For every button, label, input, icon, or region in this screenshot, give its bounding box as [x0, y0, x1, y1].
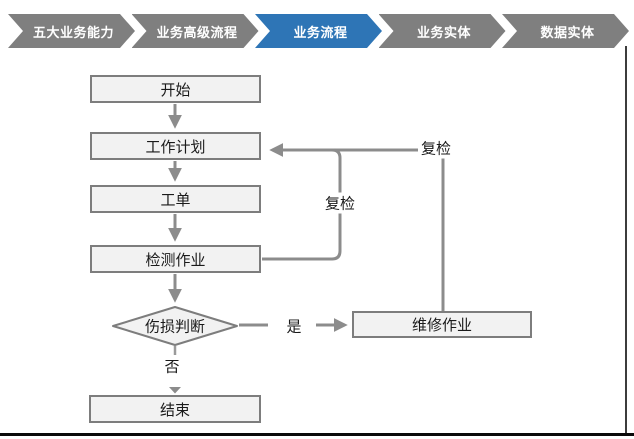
breadcrumb-step-high-level-process[interactable]: 业务高级流程	[132, 14, 259, 48]
breadcrumb-step-business-entity[interactable]: 业务实体	[379, 14, 506, 48]
flow-node-start: 开始	[90, 75, 261, 103]
frame-bottom-border	[0, 433, 634, 436]
flow-node-repair-job: 维修作业	[352, 311, 532, 338]
breadcrumb-step-business-process-active[interactable]: 业务流程	[255, 14, 382, 48]
edge-label-recheck-outer: 复检	[417, 137, 455, 159]
flow-node-work-order: 工单	[90, 185, 261, 213]
flow-node-end: 结束	[89, 395, 261, 423]
edge-label-yes: 是	[283, 315, 305, 337]
edge-label-no: 否	[161, 355, 183, 377]
breadcrumb-step-business-capabilities[interactable]: 五大业务能力	[8, 14, 135, 48]
arrow-inspect-recheck-to-plan	[262, 148, 342, 261]
edge-label-recheck-inner: 复检	[321, 192, 359, 214]
breadcrumb-step-data-entity[interactable]: 数据实体	[502, 14, 629, 48]
frame-right-border	[625, 46, 627, 434]
flow-node-work-plan: 工作计划	[90, 132, 261, 160]
decision-diamond-shape	[112, 306, 238, 346]
arrowhead-no-to-end	[169, 387, 181, 394]
arrow-repair-recheck-to-plan	[269, 143, 445, 311]
flow-node-inspection-job: 检测作业	[90, 245, 261, 273]
flow-node-damage-decision-label: 伤损判断	[144, 318, 206, 336]
